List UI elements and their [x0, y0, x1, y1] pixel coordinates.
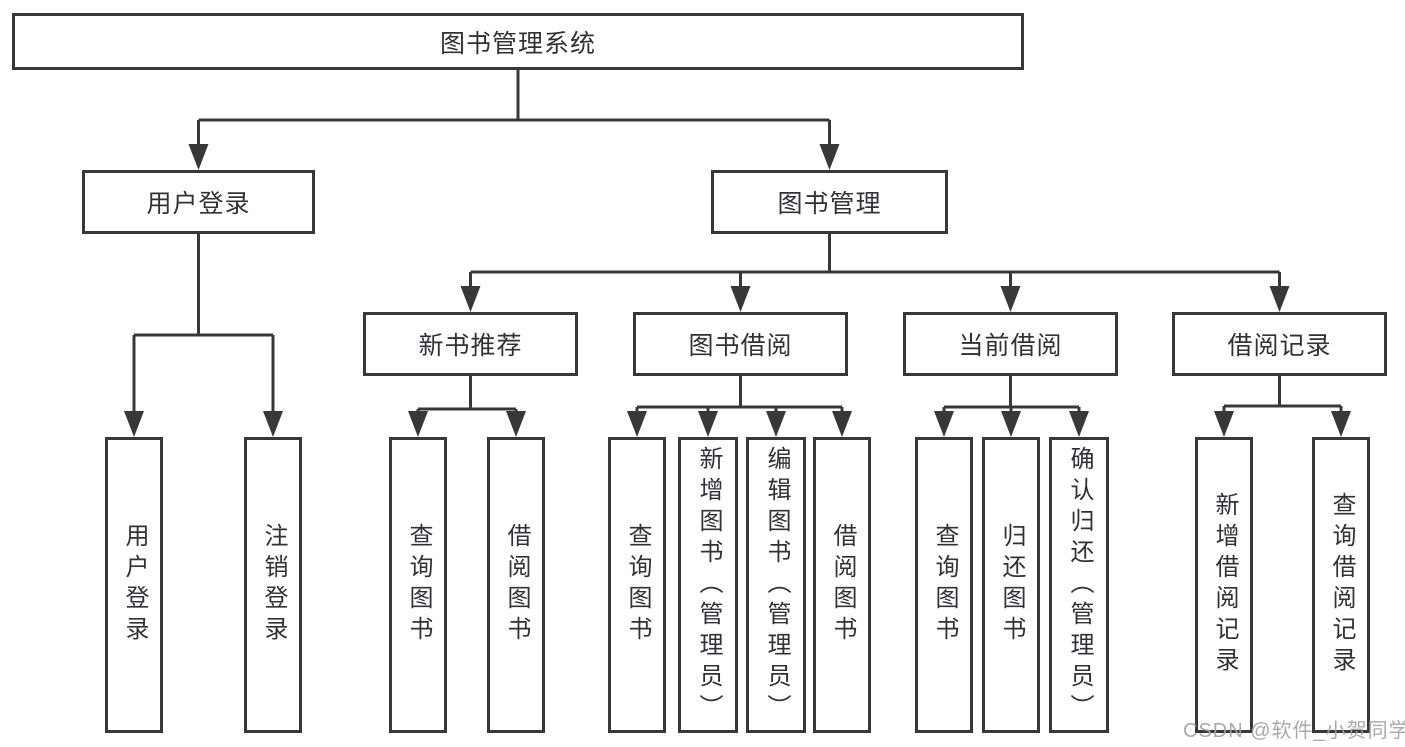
arrowhead-icon [819, 144, 840, 170]
arrowhead-icon [506, 411, 526, 437]
leaf-label: 查询图书 [405, 523, 432, 647]
arrowhead-icon [1269, 286, 1290, 312]
node-current-borrowing: 当前借阅 [903, 312, 1118, 376]
arrowhead-icon [766, 411, 786, 437]
arrowhead-icon [1069, 411, 1089, 437]
leaf-label: 新增借阅记录 [1211, 492, 1238, 678]
node-label: 图书管理 [777, 190, 882, 218]
node-label: 图书借阅 [688, 332, 793, 360]
node-label: 用户登录 [146, 190, 251, 218]
leaf-query-books-current: 查询图书 [915, 437, 973, 733]
node-label: 图书管理系统 [439, 29, 596, 58]
leaf-borrow-books-borrowing: 借阅图书 [813, 437, 871, 733]
leaf-label: 查询图书 [624, 523, 651, 647]
arrowhead-icon [1331, 411, 1351, 437]
connector-book-management [469, 234, 1281, 290]
leaf-label: 查询图书 [931, 523, 958, 647]
connector-new-book [416, 376, 518, 415]
leaf-label: 用户登录 [121, 523, 148, 647]
node-label: 借阅记录 [1227, 332, 1332, 360]
leaf-query-borrow-record: 查询借阅记录 [1312, 437, 1370, 733]
leaf-add-book-admin: 新增图书（管理员） [678, 437, 738, 733]
leaf-borrow-books-recommend: 借阅图书 [487, 437, 545, 733]
connector-user-login [132, 234, 275, 415]
connector-root [197, 70, 831, 148]
arrowhead-icon [1001, 411, 1021, 437]
leaf-edit-book-admin: 编辑图书（管理员） [746, 437, 806, 733]
leaf-label: 归还图书 [998, 523, 1025, 647]
node-new-book-recommendation: 新书推荐 [363, 312, 578, 376]
connector-book-borrowing [635, 376, 844, 415]
leaf-label: 编辑图书（管理员） [763, 445, 790, 725]
leaf-return-books: 归还图书 [982, 437, 1040, 733]
node-book-borrowing: 图书借阅 [633, 312, 848, 376]
node-user-login: 用户登录 [82, 170, 315, 234]
leaf-label: 借阅图书 [503, 523, 530, 647]
arrowhead-icon [124, 411, 144, 437]
leaf-logout: 注销登录 [244, 437, 302, 733]
leaf-query-books-recommend: 查询图书 [389, 437, 447, 733]
leaf-add-borrow-record: 新增借阅记录 [1195, 437, 1253, 733]
leaf-label: 确认归还（管理员） [1066, 445, 1093, 725]
arrowhead-icon [1000, 286, 1021, 312]
arrowhead-icon [408, 411, 428, 437]
arrowhead-icon [263, 411, 283, 437]
node-book-management: 图书管理 [711, 170, 948, 234]
node-library-system: 图书管理系统 [12, 13, 1024, 70]
arrowhead-icon [730, 286, 751, 312]
arrowhead-icon [188, 144, 209, 170]
leaf-label: 注销登录 [260, 523, 287, 647]
leaf-label: 新增图书（管理员） [695, 445, 722, 725]
leaf-confirm-return-admin: 确认归还（管理员） [1049, 437, 1109, 733]
node-label: 当前借阅 [958, 332, 1063, 360]
arrowhead-icon [832, 411, 852, 437]
connector-borrowing-records [1222, 376, 1343, 415]
node-borrowing-records: 借阅记录 [1172, 312, 1387, 376]
connector-current-borrowing [942, 376, 1081, 415]
csdn-watermark: CSDN @软件_小贺同学 [1183, 720, 1405, 742]
leaf-label: 查询借阅记录 [1328, 492, 1355, 678]
leaf-user-login: 用户登录 [105, 437, 163, 733]
arrowhead-icon [627, 411, 647, 437]
arrowhead-icon [934, 411, 954, 437]
arrowhead-icon [460, 286, 481, 312]
leaf-query-books-borrowing: 查询图书 [608, 437, 666, 733]
leaf-label: 借阅图书 [829, 523, 856, 647]
arrowhead-icon [1214, 411, 1234, 437]
node-label: 新书推荐 [418, 332, 523, 360]
arrowhead-icon [698, 411, 718, 437]
